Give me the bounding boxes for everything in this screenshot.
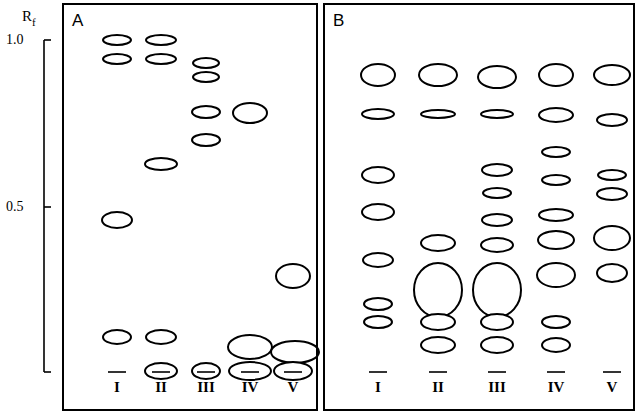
lane-label: IV [242, 380, 259, 395]
spot [228, 335, 272, 359]
lane-label: IV [548, 380, 565, 395]
spot [597, 264, 627, 282]
spot [233, 103, 267, 123]
spot [481, 238, 513, 252]
spot [364, 316, 392, 328]
origin-line [284, 371, 302, 373]
spot [103, 330, 131, 344]
rf-axis [44, 40, 51, 372]
origin-line [241, 371, 259, 373]
spot [473, 263, 521, 317]
spot [421, 337, 455, 353]
lane-label: III [197, 380, 215, 395]
spot [414, 263, 462, 317]
origin-line [603, 371, 621, 373]
spot [542, 338, 570, 352]
origin-line [488, 371, 506, 373]
spot [542, 147, 570, 157]
spot [594, 226, 630, 250]
spot [146, 35, 176, 45]
spot [539, 209, 573, 221]
spot [363, 253, 393, 267]
spot [482, 214, 512, 226]
spot [419, 64, 457, 86]
spot [598, 170, 626, 180]
spot [478, 66, 516, 88]
lane-label: I [114, 380, 120, 395]
lane-label: II [155, 380, 167, 395]
spot [103, 35, 131, 45]
spot [481, 314, 513, 330]
spot [597, 188, 627, 200]
spot [483, 188, 511, 198]
origin-line [547, 371, 565, 373]
origin-line [369, 371, 387, 373]
spot [271, 341, 319, 363]
spot [145, 363, 177, 379]
lane-label: II [432, 380, 444, 395]
origin-line [108, 371, 126, 373]
axis-title: R [22, 9, 32, 24]
spot [481, 110, 513, 118]
origin-lines [108, 371, 621, 373]
spot [594, 65, 630, 85]
origin-line [197, 371, 215, 373]
spot [102, 212, 132, 228]
spot [597, 114, 627, 126]
lane-label: III [488, 380, 506, 395]
spot [364, 298, 392, 310]
axis-tick-label: 1.0 [6, 33, 24, 47]
panel-letter: B [333, 11, 344, 31]
lane-label: I [375, 380, 381, 395]
spot [542, 316, 570, 328]
spot [421, 235, 455, 251]
spot [421, 110, 455, 118]
spot [193, 58, 219, 68]
spot [362, 109, 394, 119]
spot [274, 362, 312, 380]
tlc-plate: A [62, 3, 318, 411]
spot [542, 175, 570, 185]
spot [482, 164, 512, 176]
spot [193, 72, 219, 82]
spot [421, 314, 455, 330]
spot [146, 54, 176, 64]
origin-line [152, 371, 170, 373]
spots [102, 35, 630, 380]
lane-label: V [288, 380, 299, 395]
spot [539, 108, 573, 122]
axis-title: f [32, 17, 36, 28]
axis-tick-label: 0.5 [6, 200, 24, 214]
panel-letter: A [72, 11, 83, 31]
spot [146, 330, 176, 344]
tlc-plate: B [323, 3, 635, 411]
spot [362, 167, 394, 183]
spot [103, 54, 131, 64]
spot [192, 106, 220, 118]
spot [481, 337, 513, 353]
spot [362, 204, 394, 220]
spot [539, 64, 573, 86]
spot [145, 158, 177, 170]
origin-line [429, 371, 447, 373]
spot [192, 134, 220, 146]
spot [537, 263, 575, 287]
spot [229, 362, 271, 380]
spot [192, 363, 220, 379]
spot [361, 64, 395, 86]
spot [538, 231, 574, 249]
spot [276, 264, 310, 288]
lane-label: V [607, 380, 618, 395]
